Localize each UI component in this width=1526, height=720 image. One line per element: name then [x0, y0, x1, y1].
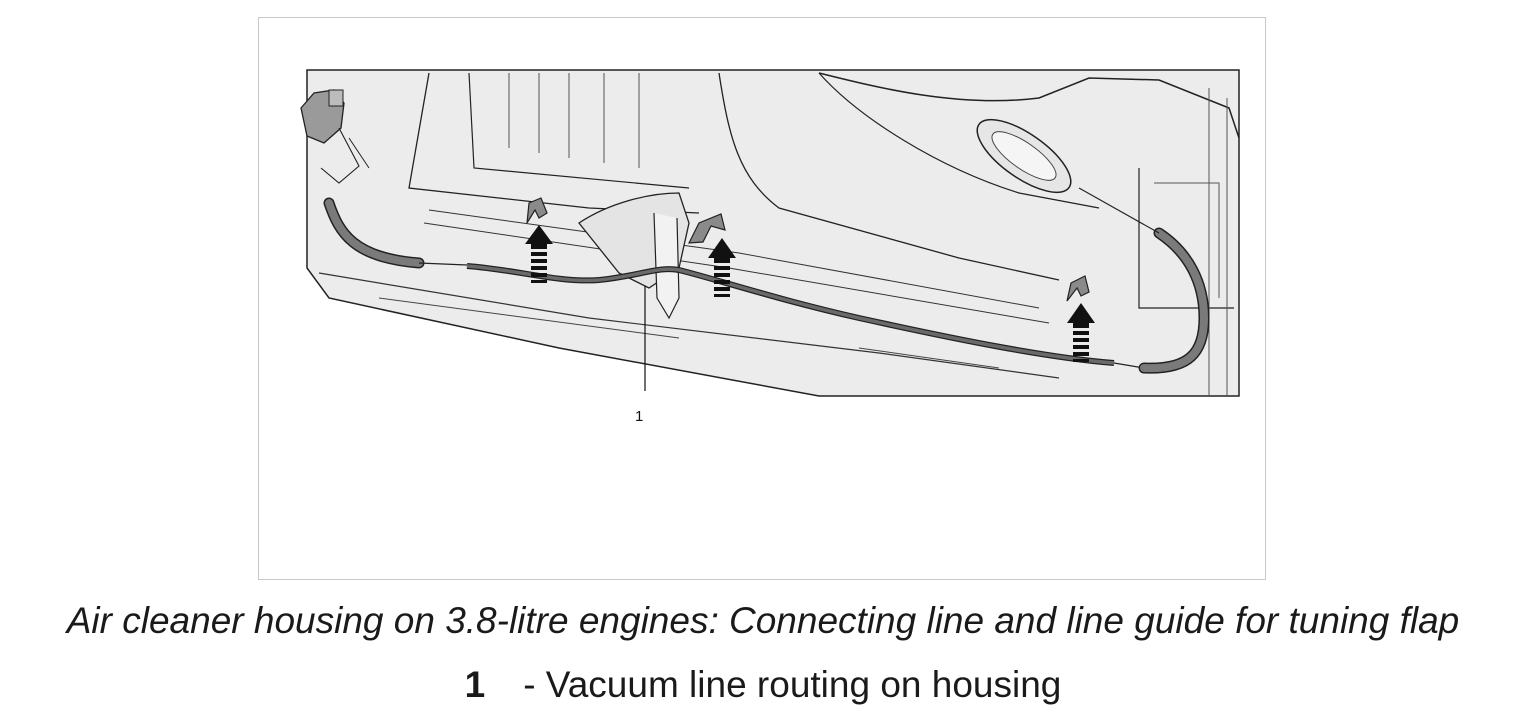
figure-caption: Air cleaner housing on 3.8-litre engines… — [66, 600, 1460, 641]
air-cleaner-housing-illustration — [300, 69, 1240, 397]
vacuum-line — [323, 187, 1210, 374]
legend-item-text: - Vacuum line routing on housing — [523, 664, 1062, 705]
figure-frame: 1 — [258, 17, 1266, 580]
callout-number-1: 1 — [635, 408, 644, 425]
clip-arrow-2 — [708, 238, 736, 297]
clip-arrow-3 — [1067, 303, 1095, 362]
line-guide-clip-1 — [526, 197, 548, 224]
clip-arrow-1 — [525, 225, 553, 283]
housing-body — [306, 69, 1240, 397]
legend-item: 1 - Vacuum line routing on housing — [0, 664, 1526, 706]
line-guide-clip-2 — [687, 213, 726, 244]
line-guide-clip-3 — [1066, 275, 1090, 302]
legend-item-number: 1 — [464, 664, 486, 705]
solenoid-valve — [300, 89, 370, 184]
